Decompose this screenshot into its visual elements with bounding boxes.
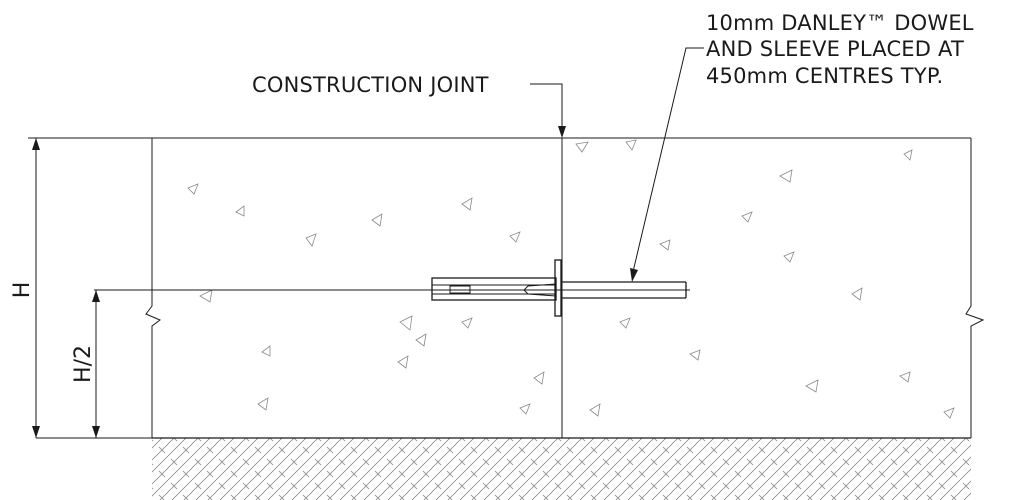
construction-joint-label: CONSTRUCTION JOINT: [252, 73, 489, 97]
concrete-slab: [36, 137, 985, 439]
sleeve-taper: [523, 283, 557, 297]
right-break-line: [965, 138, 985, 438]
end-cap-plate: [554, 259, 562, 317]
dimension-h: [28, 137, 100, 438]
dimension-h-label: H: [10, 282, 35, 299]
dowel-assembly: [94, 259, 690, 317]
dowel-note-line3: 450mm CENTRES TYP.: [706, 64, 943, 88]
aggregate-marks: [187, 139, 955, 419]
subgrade-hatch: [152, 438, 971, 500]
dimension-half-h-label: H/2: [71, 345, 96, 383]
dimension-half-h: [92, 290, 100, 438]
dowel-sleeve: [431, 277, 557, 301]
construction-joint-leader: [530, 83, 563, 132]
left-break-line: [145, 138, 161, 438]
dowel-note-leader: [631, 47, 704, 277]
dowel-note-line2: AND SLEEVE PLACED AT: [706, 37, 964, 61]
dowel-note-line1: 10mm DANLEY™ DOWEL: [706, 11, 974, 35]
sleeve-slot: [449, 285, 471, 294]
